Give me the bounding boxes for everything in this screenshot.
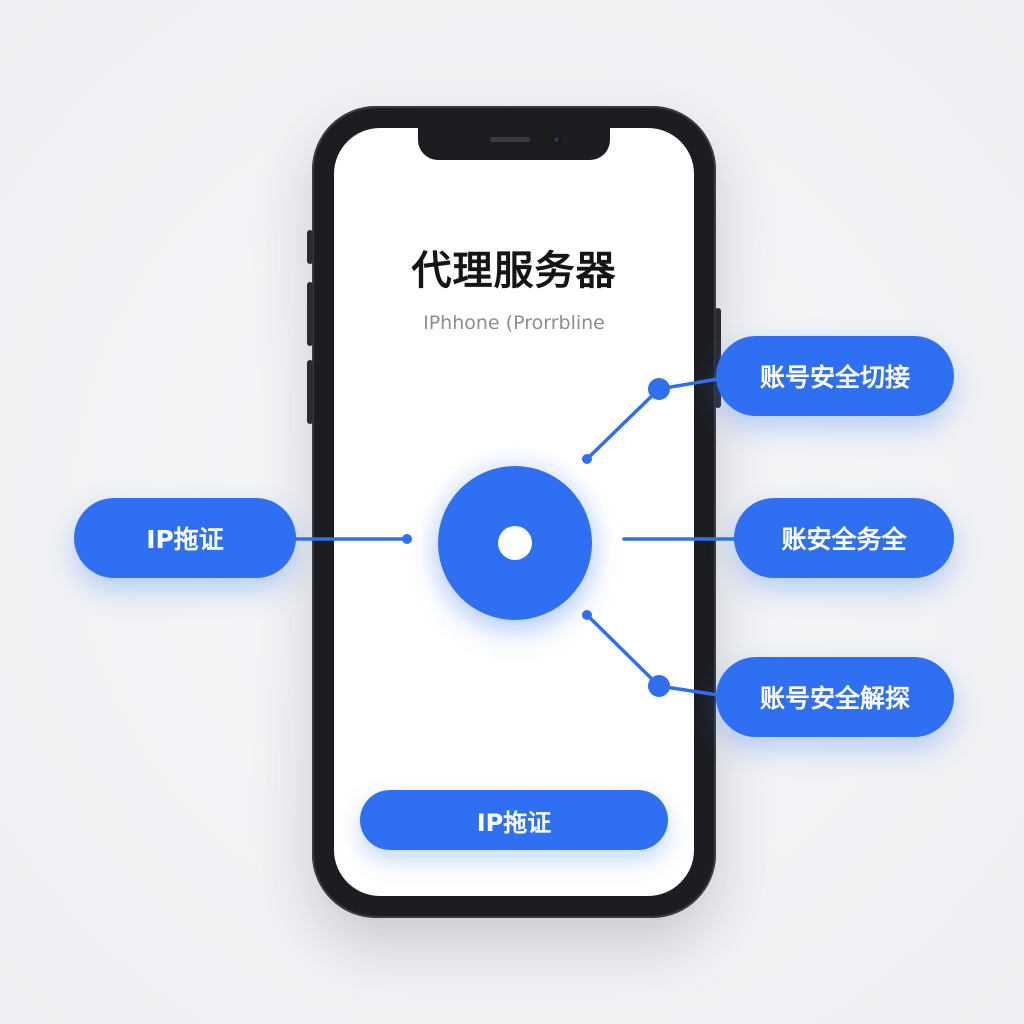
account-security-unlock-pill[interactable]: 账号安全解探 <box>716 657 954 737</box>
ip-verify-pill[interactable]: IP拖证 <box>74 498 296 578</box>
ip-verify-button[interactable]: IP拖证 <box>360 790 668 850</box>
volume-down-button <box>307 360 313 424</box>
connect-toggle-button[interactable] <box>438 466 592 620</box>
record-dot-icon <box>498 526 532 560</box>
mute-switch <box>307 230 313 264</box>
phone-screen: 代理服务器 IPhhone (Prorrbline IP拖证 <box>334 128 694 896</box>
phone-frame: 代理服务器 IPhhone (Prorrbline IP拖证 <box>307 106 721 918</box>
speaker-icon <box>490 137 530 142</box>
power-button <box>715 308 721 408</box>
page-subtitle: IPhhone (Prorrbline <box>423 312 605 334</box>
camera-icon <box>552 135 561 144</box>
notch <box>418 128 610 160</box>
page-title: 代理服务器 <box>411 248 617 294</box>
account-security-switch-pill[interactable]: 账号安全切接 <box>716 336 954 416</box>
account-security-service-pill[interactable]: 账安全务全 <box>734 498 954 578</box>
volume-up-button <box>307 282 313 346</box>
